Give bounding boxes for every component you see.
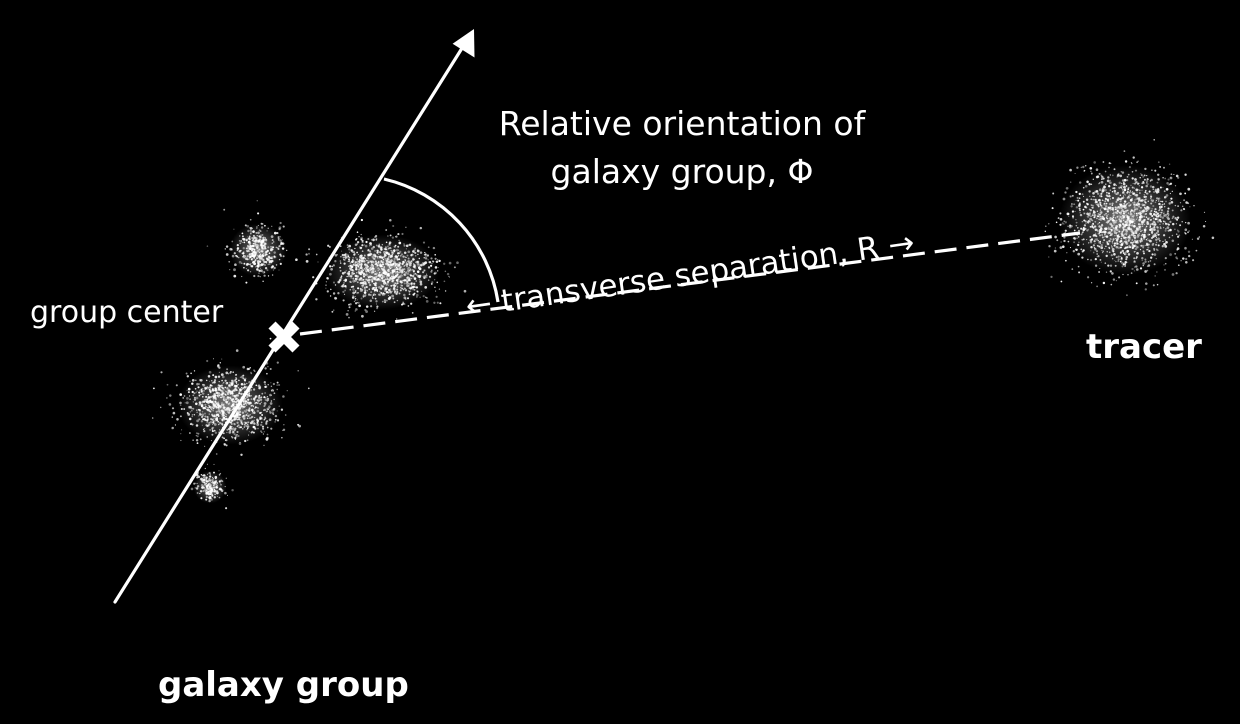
galaxy-blob-central [305,218,467,320]
galaxy-group-label: galaxy group [158,665,409,705]
arrow-head-icon [452,29,475,58]
tracer-galaxy-blob [1044,139,1215,297]
orientation-angle-label: Relative orientation of galaxy group, Φ [482,100,882,196]
orientation-angle-label-line2: galaxy group, Φ [550,152,814,191]
galaxy-blob-small [190,463,234,510]
galaxy-blob-upper-left [206,200,308,284]
transverse-separation-dashed-line [299,231,1081,336]
galaxy-blob-lower [151,337,310,457]
orientation-angle-arc [383,177,500,303]
x-mark-icon [268,321,300,353]
group-major-axis-line [113,43,466,604]
tracer-label: tracer [1086,327,1202,367]
galaxy-blobs [151,139,1215,510]
orientation-angle-label-line1: Relative orientation of [498,104,866,143]
group-center-label: group center [30,295,224,330]
